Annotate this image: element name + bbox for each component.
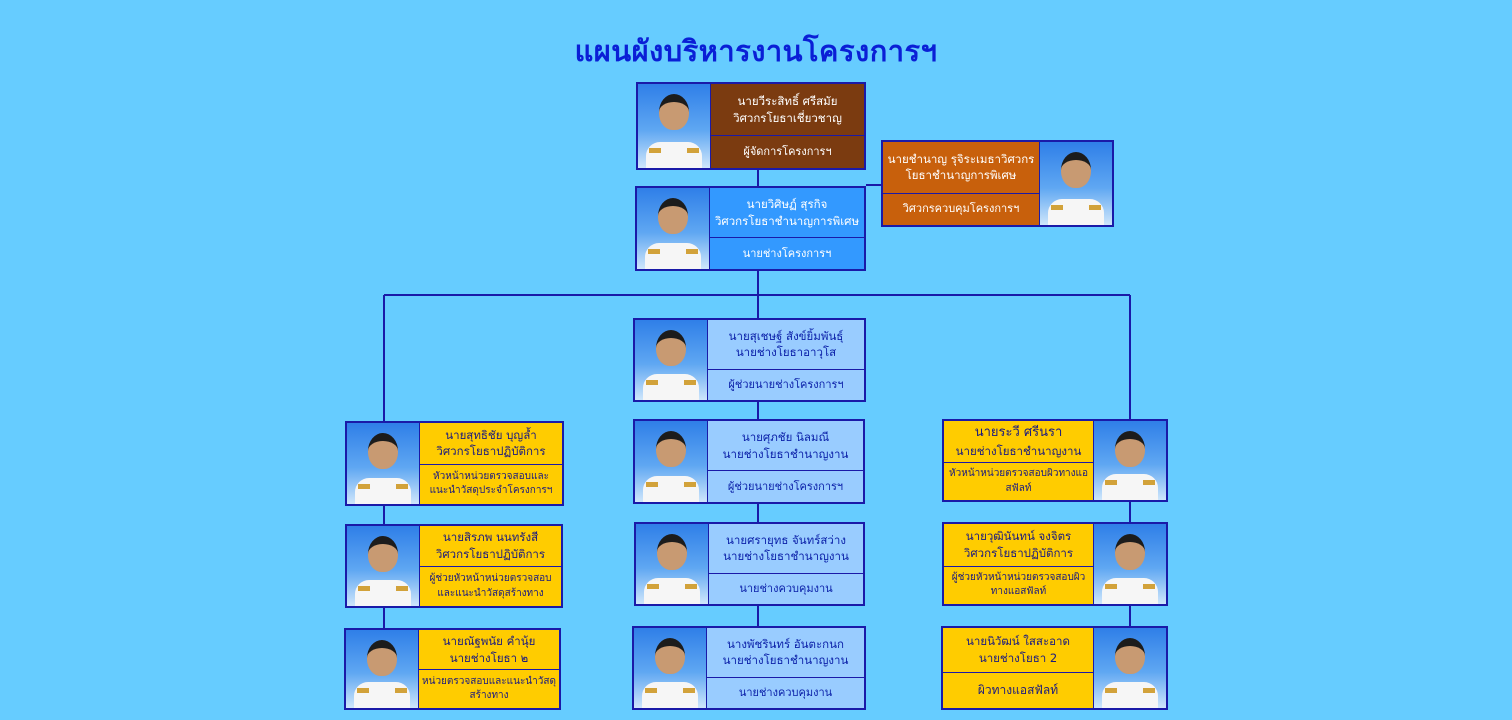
person-name: นายวุฒินันทน์ จงจิตร xyxy=(965,529,1072,544)
person-name: นายสิรภพ นนทรังสี xyxy=(442,530,539,545)
portrait-photo xyxy=(637,188,710,269)
person-position: โยธาชำนาญการพิเศษ xyxy=(905,168,1017,183)
org-card-assistant-engineer-2: นายศุภชัย นิลมณี นายช่างโยธาชำนาญงาน ผู้… xyxy=(633,419,865,504)
person-role: นายช่างควบคุมงาน xyxy=(739,581,833,595)
person-position: นายช่างโยธาชำนาญงาน xyxy=(722,446,849,461)
person-role: ผิวทางแอสฟัลท์ xyxy=(977,682,1059,697)
org-card-materials-head: นายสุทธิชัย บุญล้ำ วิศวกรโยธาปฏิบัติการ … xyxy=(345,421,564,506)
person-role: หน่วยตรวจสอบและแนะนำวัสดุสร้างทาง xyxy=(422,675,556,702)
person-position: วิศวกรโยธาชำนาญการพิเศษ xyxy=(714,213,860,228)
org-card-control-engineer: นายชำนาญ รุจิระเมธาวิศวกร โยธาชำนาญการพิ… xyxy=(881,140,1114,227)
org-card-materials-staff: นายณัฐพนัย คำนุ้ย นายช่างโยธา ๒ หน่วยตรว… xyxy=(344,628,561,710)
person-name: นายวิศิษฏ์ สุรกิจ xyxy=(746,197,828,212)
person-name: นายชำนาญ รุจิระเมธาวิศวกร xyxy=(887,151,1035,166)
person-role: ผู้ช่วยนายช่างโครงการฯ xyxy=(728,377,844,391)
person-role: นายช่างควบคุมงาน xyxy=(738,685,833,699)
org-card-assistant-engineer: นายสุเชษฐ์ สังข์ยิ้มพันธุ์ นายช่างโยธาอา… xyxy=(633,318,866,402)
portrait-photo xyxy=(1039,142,1112,225)
person-name: นายศรายุทธ จันทร์สว่าง xyxy=(726,532,846,547)
portrait-photo xyxy=(347,423,420,504)
org-card-supervisor: นายศรายุทธ จันทร์สว่าง นายช่างโยธาชำนาญง… xyxy=(634,522,865,606)
portrait-photo xyxy=(346,630,419,708)
portrait-photo xyxy=(635,421,708,502)
person-position: นายช่างโยธา 2 xyxy=(978,651,1058,665)
person-position: นายช่างโยธาชำนาญงาน xyxy=(722,653,849,668)
person-position: วิศวกรโยธาปฏิบัติการ xyxy=(435,547,546,561)
person-position: นายช่างโยธาชำนาญงาน xyxy=(955,443,1082,458)
portrait-photo xyxy=(638,84,711,168)
person-role: ผู้ช่วยหัวหน้าหน่วยตรวจสอบผิวทางแอสฟัลท์ xyxy=(951,571,1086,598)
person-name: นายณัฐพนัย คำนุ้ย xyxy=(442,633,536,648)
portrait-photo xyxy=(636,524,709,604)
portrait-photo xyxy=(635,320,708,400)
person-position: วิศวกรโยธาปฏิบัติการ xyxy=(963,545,1074,560)
portrait-photo xyxy=(634,628,707,708)
org-card-project-engineer: นายวิศิษฏ์ สุรกิจ วิศวกรโยธาชำนาญการพิเศ… xyxy=(635,186,866,271)
person-role: ผู้ช่วยนายช่างโครงการฯ xyxy=(727,479,844,493)
person-name: นายศุภชัย นิลมณี xyxy=(741,430,830,445)
person-role: ผู้จัดการโครงการฯ xyxy=(743,145,832,159)
person-role: นายช่างโครงการฯ xyxy=(742,246,832,260)
portrait-photo xyxy=(347,526,420,606)
portrait-photo xyxy=(1093,421,1166,500)
person-position: วิศวกรโยธาปฏิบัติการ xyxy=(436,444,546,459)
person-name: นางพัชรินทร์ อันตะกนก xyxy=(727,636,844,651)
person-name: นายระวี ศรีนรา xyxy=(974,424,1063,440)
org-card-supervisor-2: นางพัชรินทร์ อันตะกนก นายช่างโยธาชำนาญงา… xyxy=(632,626,866,710)
person-role: วิศวกรควบคุมโครงการฯ xyxy=(902,202,1020,216)
person-name: นายสุทธิชัย บุญล้ำ xyxy=(445,427,537,442)
person-name: นายวีระสิทธิ์ ศรีสมัย xyxy=(737,93,838,108)
person-position: นายช่างโยธาชำนาญงาน xyxy=(723,549,849,564)
org-card-materials-assistant: นายสิรภพ นนทรังสี วิศวกรโยธาปฏิบัติการ ผ… xyxy=(345,524,563,608)
org-card-project-manager: นายวีระสิทธิ์ ศรีสมัย วิศวกรโยธาเชี่ยวชา… xyxy=(636,82,866,170)
org-card-asphalt-assistant: นายวุฒินันทน์ จงจิตร วิศวกรโยธาปฏิบัติกา… xyxy=(942,522,1168,606)
portrait-photo xyxy=(1093,628,1166,708)
org-card-asphalt-staff: นายนิวัฒน์ ใสสะอาด นายช่างโยธา 2 ผิวทางแ… xyxy=(941,626,1168,710)
person-position: นายช่างโยธาอาวุโส xyxy=(735,345,837,360)
person-name: นายสุเชษฐ์ สังข์ยิ้มพันธุ์ xyxy=(728,328,844,343)
person-role: ผู้ช่วยหัวหน้าหน่วยตรวจสอบและแนะนำวัสดุส… xyxy=(429,573,552,599)
portrait-photo xyxy=(1093,524,1166,604)
person-role: หัวหน้าหน่วยตรวจสอบผิวทางแอสฟัลท์ xyxy=(949,468,1088,494)
person-name: นายนิวัฒน์ ใสสะอาด xyxy=(966,634,1070,649)
org-card-asphalt-head: นายระวี ศรีนรา นายช่างโยธาชำนาญงาน หัวหน… xyxy=(942,419,1168,502)
page-title: แผนผังบริหารงานโครงการฯ xyxy=(574,34,938,68)
person-position: นายช่างโยธา ๒ xyxy=(449,650,529,665)
person-position: วิศวกรโยธาเชี่ยวชาญ xyxy=(733,110,842,125)
person-role: หัวหน้าหน่วยตรวจสอบและแนะนำวัสดุประจำโคร… xyxy=(429,470,553,497)
